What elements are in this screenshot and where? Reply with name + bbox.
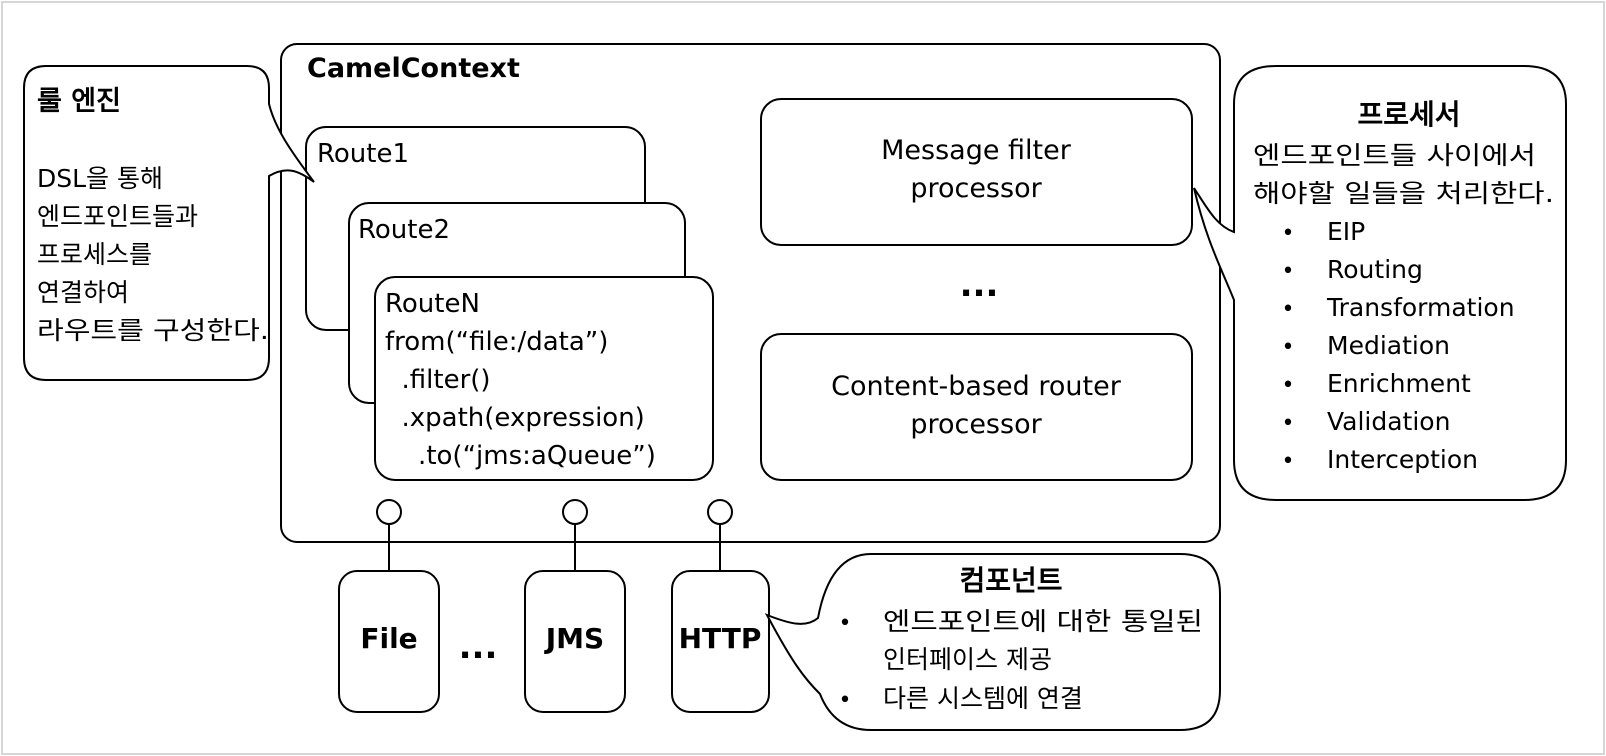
- cbr-label: Content-based router: [831, 371, 1122, 402]
- component-item-line: 다른 시스템에 연결: [883, 684, 1083, 713]
- rule-engine-title: 룰 엔진: [37, 86, 121, 117]
- component-item-line: 인터페이스 제공: [883, 645, 1052, 674]
- bullet-icon: •: [1282, 411, 1295, 436]
- processor-callout-title: 프로세서: [1357, 98, 1460, 131]
- processors: Message filter processor ... Content-bas…: [760, 98, 1193, 481]
- http-component-label: HTTP: [679, 622, 762, 655]
- processor-item: Mediation: [1327, 331, 1450, 360]
- message-filter-label: processor: [910, 173, 1042, 204]
- component-callout: 컴포넌트 • 엔드포인트에 대한 통일된 인터페이스 제공 • 다른 시스템에 …: [764, 553, 1221, 731]
- route1-label: Route1: [317, 139, 409, 169]
- rule-engine-line: 라우트를 구성한다.: [37, 316, 269, 345]
- file-endpoint-port: [376, 499, 402, 525]
- bullet-icon: •: [1282, 259, 1295, 284]
- route-code-line: from(“file:/data”): [385, 327, 608, 357]
- processor-callout: 프로세서 엔드포인트들 사이에서 해야할 일들을 처리한다. • EIP • R…: [1193, 65, 1567, 501]
- bullet-icon: •: [1282, 297, 1295, 322]
- file-component-label: File: [360, 622, 417, 655]
- bullet-icon: •: [1282, 221, 1295, 246]
- http-endpoint-port: [707, 499, 733, 525]
- route2-label: Route2: [358, 215, 450, 245]
- route-code-line: .filter(): [385, 365, 491, 395]
- jms-component-box: [524, 570, 626, 713]
- bullet-icon: •: [1282, 335, 1295, 360]
- cbr-processor-box: [760, 333, 1193, 481]
- routeN-box: [374, 276, 714, 481]
- route-code-line: .xpath(expression): [385, 403, 645, 433]
- rule-engine-line: 연결하여: [37, 278, 129, 307]
- processor-item: Interception: [1327, 445, 1478, 474]
- jms-component-label: JMS: [544, 622, 604, 655]
- component-ellipsis: ...: [459, 627, 498, 667]
- bullet-icon: •: [1282, 373, 1295, 398]
- component-item-line: 엔드포인트에 대한 통일된: [883, 607, 1203, 636]
- processor-item: Enrichment: [1327, 369, 1471, 398]
- processor-item: EIP: [1327, 217, 1365, 246]
- message-filter-processor-box: [760, 98, 1193, 246]
- jms-endpoint-port: [562, 499, 588, 525]
- processor-callout-line: 해야할 일들을 처리한다.: [1253, 179, 1554, 208]
- rule-engine-line: DSL을 통해: [37, 164, 163, 193]
- processor-callout-line: 엔드포인트들 사이에서: [1253, 141, 1536, 170]
- bullet-icon: •: [839, 688, 852, 713]
- processor-bubble: [1193, 65, 1567, 501]
- cbr-label: processor: [910, 409, 1042, 440]
- message-filter-label: Message filter: [881, 135, 1072, 166]
- component-connectors: [376, 499, 733, 571]
- rule-engine-bubble: [23, 65, 315, 381]
- processor-item: Routing: [1327, 255, 1423, 284]
- component-bubble: [764, 553, 1221, 731]
- bullet-icon: •: [839, 611, 852, 636]
- camel-context-title: CamelContext: [307, 53, 520, 84]
- rule-engine-callout: 룰 엔진 DSL을 통해 엔드포인트들과 프로세스를 연결하여 라우트를 구성한…: [23, 65, 315, 381]
- component-callout-title: 컴포넌트: [959, 564, 1062, 597]
- route-code-line: .to(“jms:aQueue”): [385, 441, 656, 471]
- rule-engine-line: 프로세스를: [37, 240, 152, 269]
- rule-engine-line: 엔드포인트들과: [37, 202, 198, 231]
- components: File ... JMS HTTP: [338, 570, 770, 713]
- processor-ellipsis: ...: [960, 265, 999, 305]
- route-stack: Route1 Route2 RouteN from(“file:/data”) …: [305, 126, 714, 481]
- bullet-icon: •: [1282, 449, 1295, 474]
- processor-item: Transformation: [1326, 293, 1515, 322]
- file-component-box: [338, 570, 440, 713]
- http-component-box: [671, 570, 770, 713]
- routeN-label: RouteN: [385, 289, 480, 319]
- processor-item: Validation: [1327, 407, 1450, 436]
